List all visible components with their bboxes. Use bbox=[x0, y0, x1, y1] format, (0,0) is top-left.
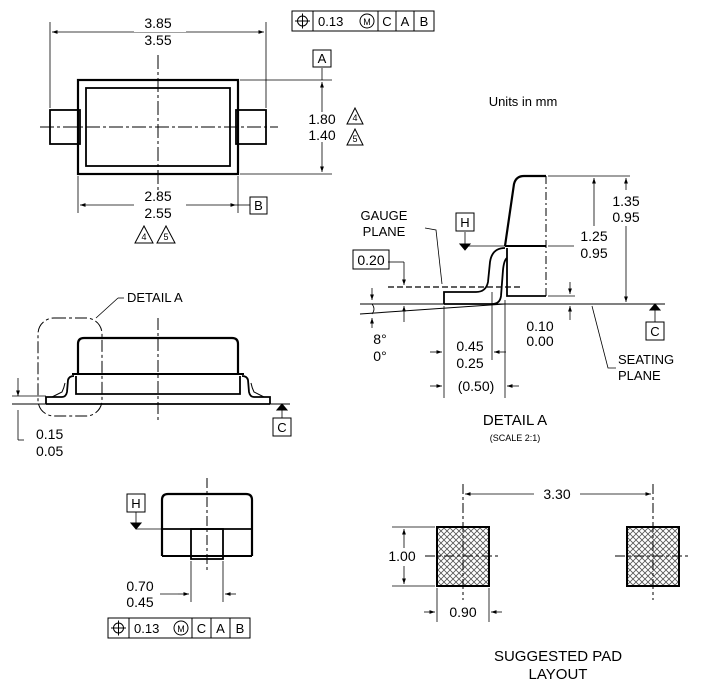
svg-text:A: A bbox=[216, 621, 225, 636]
detail-angle-min: 0° bbox=[373, 348, 386, 364]
position-symbol-icon bbox=[111, 620, 126, 636]
pad-layout-title-2: LAYOUT bbox=[529, 666, 588, 683]
note-ref-4-triangle: 4 bbox=[134, 224, 154, 244]
units-note: Units in mm bbox=[489, 94, 558, 109]
total-length-max: 3.85 bbox=[144, 15, 171, 31]
svg-text:B: B bbox=[236, 621, 245, 636]
svg-text:C: C bbox=[277, 420, 286, 435]
position-symbol-icon bbox=[295, 13, 310, 29]
svg-text:5: 5 bbox=[163, 232, 168, 242]
seating-plane-label-2: PLANE bbox=[618, 368, 661, 383]
detail-standoff-max: 0.10 bbox=[526, 318, 553, 334]
svg-text:4: 4 bbox=[352, 113, 357, 123]
note-ref-4-triangle-width: 4 bbox=[346, 106, 364, 125]
body-width-max: 1.80 bbox=[308, 111, 335, 127]
mmc-modifier-icon: M bbox=[359, 13, 375, 29]
side-detail-a-label: DETAIL A bbox=[127, 290, 183, 305]
detail-a-callout-outline bbox=[37, 317, 103, 417]
detail-a-title: DETAIL A bbox=[483, 412, 547, 429]
svg-text:0.20: 0.20 bbox=[357, 252, 384, 268]
side-datum-c-box: C bbox=[272, 417, 292, 437]
detail-foot-length-max: 0.45 bbox=[456, 338, 483, 354]
total-length-min: 3.55 bbox=[144, 32, 171, 48]
datum-a-box: A bbox=[312, 49, 332, 68]
svg-text:5: 5 bbox=[352, 134, 357, 144]
gauge-height-box: 0.20 bbox=[352, 249, 390, 270]
top-feature-control-frame: 0.13 M C A B bbox=[291, 10, 435, 32]
svg-text:C: C bbox=[197, 621, 206, 636]
detail-overall-height-max: 1.35 bbox=[612, 193, 639, 209]
pad-layout-title-1: SUGGESTED PAD bbox=[494, 648, 622, 665]
end-feature-control-frame: 0.13 M C A B bbox=[107, 617, 251, 639]
mmc-modifier-icon: M bbox=[173, 620, 189, 636]
detail-body-height-max: 1.25 bbox=[580, 228, 607, 244]
detail-a-scale: (SCALE 2:1) bbox=[490, 433, 541, 443]
datum-b-box: B bbox=[249, 196, 268, 215]
detail-a-view bbox=[359, 174, 665, 398]
end-datum-h-box: H bbox=[126, 493, 146, 513]
svg-text:A: A bbox=[401, 14, 410, 29]
svg-text:C: C bbox=[650, 324, 659, 339]
detail-angle-max: 8° bbox=[373, 331, 386, 347]
gauge-plane-label-2: PLANE bbox=[363, 224, 406, 239]
detail-foot-length-min: 0.25 bbox=[456, 355, 483, 371]
pad-height: 1.00 bbox=[388, 548, 415, 564]
seating-plane-label-1: SEATING bbox=[618, 352, 674, 367]
svg-text:H: H bbox=[131, 496, 140, 511]
detail-ref-length: (0.50) bbox=[458, 378, 495, 394]
svg-text:C: C bbox=[382, 14, 391, 29]
end-view bbox=[129, 478, 254, 602]
side-standoff-max: 0.15 bbox=[36, 426, 63, 442]
end-lead-width-min: 0.45 bbox=[126, 594, 153, 610]
svg-text:M: M bbox=[363, 17, 371, 27]
body-width-min: 1.40 bbox=[308, 127, 335, 143]
pad-pitch: 3.30 bbox=[543, 486, 570, 502]
svg-text:0.13: 0.13 bbox=[318, 14, 343, 29]
gauge-plane-label-1: GAUGE bbox=[361, 208, 408, 223]
svg-text:B: B bbox=[254, 198, 263, 213]
end-lead-width-max: 0.70 bbox=[126, 578, 153, 594]
side-view bbox=[12, 297, 290, 441]
pad-width: 0.90 bbox=[449, 604, 476, 620]
top-view bbox=[40, 22, 332, 213]
svg-text:4: 4 bbox=[141, 232, 146, 242]
svg-text:0.13: 0.13 bbox=[134, 621, 159, 636]
body-length-min: 2.55 bbox=[144, 205, 171, 221]
body-length-max: 2.85 bbox=[144, 188, 171, 204]
svg-text:M: M bbox=[177, 624, 185, 634]
detail-datum-h-box: H bbox=[455, 212, 475, 232]
svg-text:H: H bbox=[460, 215, 469, 230]
detail-standoff-min: 0.00 bbox=[526, 333, 553, 349]
detail-datum-c-box: C bbox=[645, 321, 665, 341]
pad-layout bbox=[392, 484, 690, 622]
note-ref-5-triangle: 5 bbox=[156, 224, 176, 244]
detail-body-height-min: 0.95 bbox=[580, 245, 607, 261]
side-standoff-min: 0.05 bbox=[36, 443, 63, 459]
detail-overall-height-min: 0.95 bbox=[612, 209, 639, 225]
note-ref-5-triangle-width: 5 bbox=[346, 127, 364, 146]
svg-text:A: A bbox=[318, 51, 327, 66]
svg-text:B: B bbox=[420, 14, 429, 29]
